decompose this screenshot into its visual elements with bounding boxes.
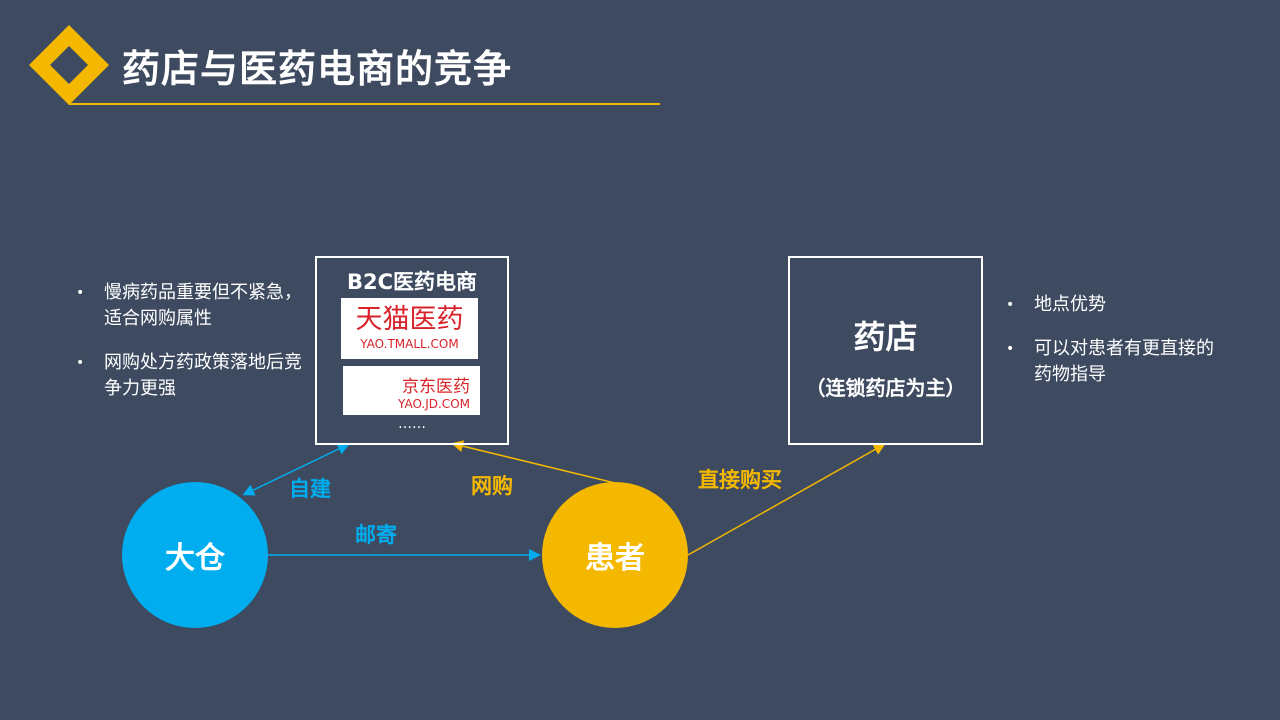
edge-label-self-built: 自建 xyxy=(289,477,331,501)
edge-direct-arrow xyxy=(687,443,886,556)
patient-node: 患者 xyxy=(542,482,688,628)
bullet-item: 可以对患者有更直接的药物指导 xyxy=(1004,336,1224,388)
bullet-item: 慢病药品重要但不紧急，适合网购属性 xyxy=(74,280,304,332)
right-bullet-list: 地点优势 可以对患者有更直接的药物指导 xyxy=(1004,292,1224,406)
pharmacy-subtitle: （连锁药店为主） xyxy=(805,376,966,400)
more-ellipsis: …… xyxy=(398,416,426,432)
page-title: 药店与医药电商的竞争 xyxy=(122,47,513,91)
edge-self-built-arrow xyxy=(242,443,350,496)
b2c-box: B2C医药电商 天猫医药 YAO.TMALL.COM 京东医药 YAO.JD.C… xyxy=(315,256,509,445)
warehouse-node: 大仓 xyxy=(122,482,268,628)
title-underline xyxy=(69,103,660,105)
bullet-item: 网购处方药政策落地后竞争力更强 xyxy=(74,350,304,402)
b2c-title: B2C医药电商 xyxy=(346,270,478,294)
left-bullet-list: 慢病药品重要但不紧急，适合网购属性 网购处方药政策落地后竞争力更强 xyxy=(74,280,304,420)
tmall-logo: 天猫医药 YAO.TMALL.COM xyxy=(341,298,478,359)
edge-label-online: 网购 xyxy=(471,474,513,498)
pharmacy-title: 药店 xyxy=(853,318,918,356)
jd-logo: 京东医药 YAO.JD.COM xyxy=(343,366,480,415)
pharmacy-box: 药店 （连锁药店为主） xyxy=(788,256,983,445)
edge-label-direct: 直接购买 xyxy=(698,468,782,492)
edge-label-mail: 邮寄 xyxy=(355,523,397,547)
bullet-item: 地点优势 xyxy=(1004,292,1224,318)
edge-online-arrow xyxy=(451,440,616,484)
